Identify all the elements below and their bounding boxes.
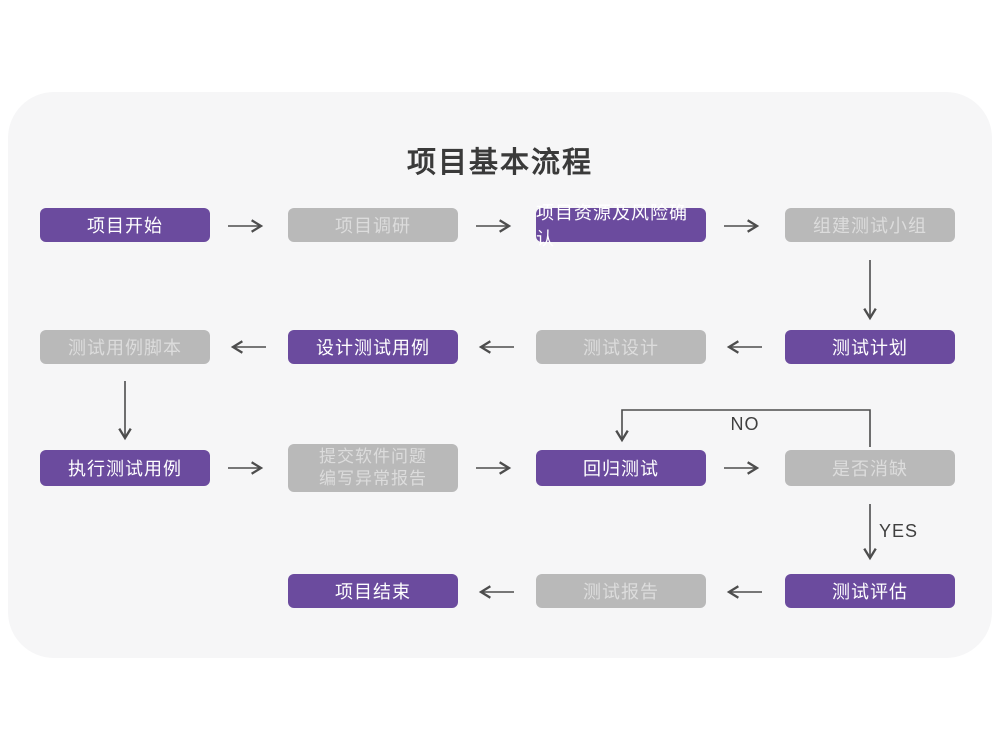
node-test-case-script: 测试用例脚本 [40,330,210,364]
flowchart-card [8,92,992,658]
edge-label-yes: YES [879,521,919,541]
node-test-evaluation: 测试评估 [785,574,955,608]
node-project-end: 项目结束 [288,574,458,608]
page-title: 项目基本流程 [406,147,593,179]
node-test-design: 测试设计 [536,330,706,364]
node-resources-risk: 项目资源及风险确认 [536,203,706,249]
node-submit-issue-report: 提交软件问题 编写异常报告 [288,444,458,492]
edge-label-no: NO [730,414,760,434]
node-regression-test: 回归测试 [536,450,706,486]
node-build-test-team: 组建测试小组 [785,208,955,242]
node-project-start: 项目开始 [40,208,210,242]
node-defect-cleared: 是否消缺 [785,450,955,486]
node-execute-test-cases: 执行测试用例 [40,450,210,486]
node-test-plan: 测试计划 [785,330,955,364]
node-test-report: 测试报告 [536,574,706,608]
node-project-research: 项目调研 [288,208,458,242]
node-design-test-cases: 设计测试用例 [288,330,458,364]
